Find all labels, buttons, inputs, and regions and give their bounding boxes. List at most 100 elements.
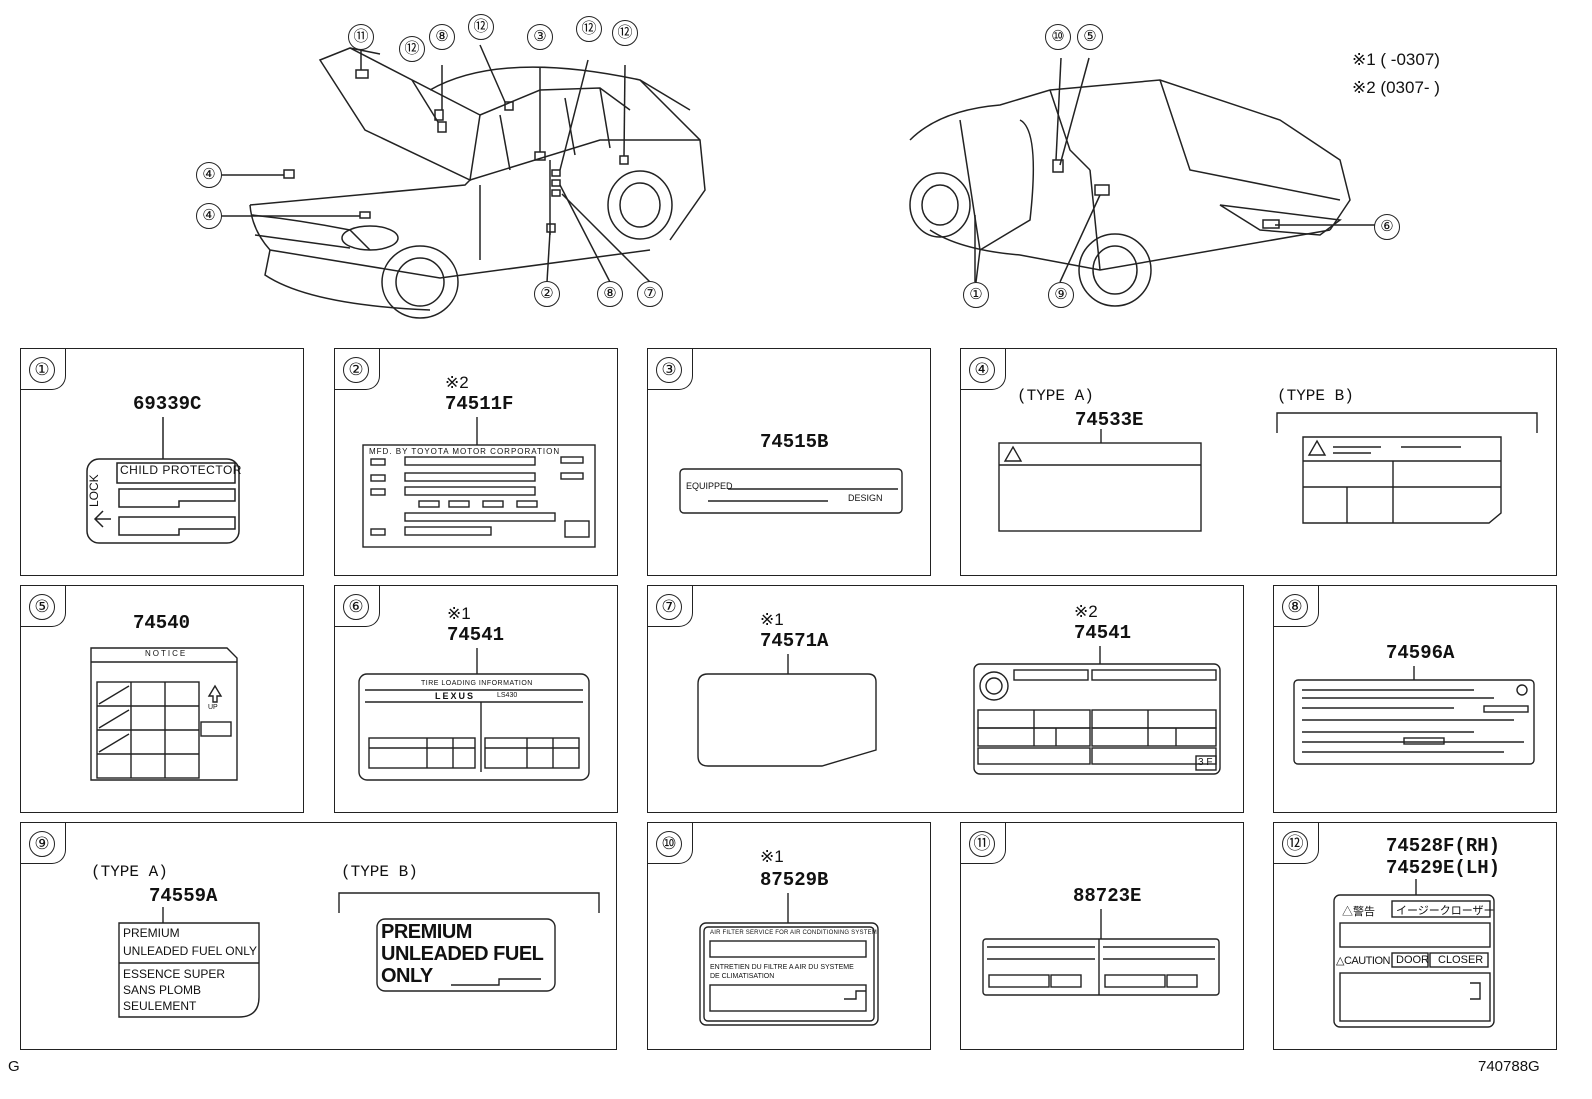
door-text: DOOR xyxy=(1396,954,1429,966)
panel-10: ⑩ ※1 87529B AIR FILTER SERVICE FOR AIR C… xyxy=(647,822,931,1050)
panel-number: ① xyxy=(29,357,55,383)
design-text: DESIGN xyxy=(848,493,883,503)
part-number: 74515B xyxy=(760,431,829,453)
model-text: LS430 xyxy=(497,692,518,699)
up-text: UP xyxy=(208,704,218,711)
warning-jp-text: △警告 xyxy=(1342,906,1375,918)
panel-number: ⑨ xyxy=(29,831,55,857)
label-74541-drawing xyxy=(358,648,590,781)
panel-number: ⑪ xyxy=(969,831,995,857)
essence-text: ESSENCE SUPER xyxy=(123,967,226,981)
part-number-b: 74541 xyxy=(1074,622,1132,644)
part-number: 74511F xyxy=(445,393,514,415)
type-a-label: (TYPE A) xyxy=(1017,387,1094,405)
panel-4: ④ (TYPE A) 74533E (TYPE B) xyxy=(960,348,1557,576)
label-74511F-drawing xyxy=(362,417,596,548)
panel-3: ③ 74515B EQUIPPED DESIGN xyxy=(647,348,931,576)
part-number-lh: 74529E(LH) xyxy=(1386,857,1501,879)
unleaded-big-text: UNLEADED FUEL xyxy=(381,943,544,965)
child-protector-text: CHILD PROTECTOR xyxy=(120,463,242,477)
callout-3: ③ xyxy=(527,24,553,50)
callout-12: ⑫ xyxy=(468,14,494,40)
label-87529B-drawing xyxy=(699,893,879,1026)
lock-text: LOCK xyxy=(87,474,101,507)
closer-jp-text: イージークローザー xyxy=(1396,905,1495,917)
callout-9: ⑨ xyxy=(1048,282,1074,308)
type-a-label: (TYPE A) xyxy=(91,863,168,881)
part-number: 74533E xyxy=(1075,409,1144,431)
part-number-a: 74571A xyxy=(760,630,829,652)
footer-left-code: G xyxy=(8,1058,20,1075)
front-car-drawing xyxy=(222,44,706,319)
callout-8: ⑧ xyxy=(597,281,623,307)
callout-12: ⑫ xyxy=(399,36,425,62)
panel-7: ⑦ ※1 74571A ※2 74541 3 F xyxy=(647,585,1244,813)
label-74559A-drawing xyxy=(118,892,600,1018)
label-69339C-drawing xyxy=(86,417,240,544)
callout-12: ⑫ xyxy=(612,20,638,46)
premium-text: PREMIUM xyxy=(123,926,180,940)
legend-line-2: ※2 (0307- ) xyxy=(1352,78,1440,97)
panel-5: ⑤ 74540 NOTICE UP xyxy=(20,585,304,813)
note-marker-a: ※1 xyxy=(760,610,784,629)
panel-6: ⑥ ※1 74541 TIRE LOADING INFORMATION LEXU… xyxy=(334,585,618,813)
footer-diagram-id: 740788G xyxy=(1478,1058,1540,1075)
callout-12: ⑫ xyxy=(576,16,602,42)
brand-text: LEXUS xyxy=(435,691,476,701)
front-car-illustration: ⑪ ⑫ ⑧ ⑫ ③ ⑫ ⑫ ④ ④ ② ⑧ ⑦ xyxy=(180,14,710,320)
note-marker: ※1 xyxy=(760,847,784,866)
panel-8: ⑧ 74596A xyxy=(1273,585,1557,813)
closer-text: CLOSER xyxy=(1438,954,1484,966)
part-number: 74596A xyxy=(1386,642,1455,664)
panel-number: ⑥ xyxy=(343,594,369,620)
callout-4: ④ xyxy=(196,162,222,188)
panel-number: ⑦ xyxy=(656,594,682,620)
air-filter-text: AIR FILTER SERVICE FOR AIR CONDITIONING … xyxy=(710,930,877,936)
callout-4: ④ xyxy=(196,203,222,229)
label-88723E-drawing xyxy=(982,909,1220,996)
callout-5: ⑤ xyxy=(1077,24,1103,50)
sans-plomb-text: SANS PLOMB xyxy=(123,983,202,997)
notice-text: NOTICE xyxy=(145,649,188,658)
rear-car-illustration: ⑩ ⑤ ⑥ ① ⑨ xyxy=(900,20,1420,320)
label-74540-drawing xyxy=(90,647,238,781)
part-number: 74559A xyxy=(149,885,218,907)
panel-number: ③ xyxy=(656,357,682,383)
climatisation-text: DE CLIMATISATION xyxy=(710,973,775,980)
part-number-rh: 74528F(RH) xyxy=(1386,835,1501,857)
manufacturer-text: MFD. BY TOYOTA MOTOR CORPORATION xyxy=(369,447,561,456)
panel-1: ① 69339C CHILD PROTECTOR LOCK xyxy=(20,348,304,576)
panel-11: ⑪ 88723E xyxy=(960,822,1244,1050)
label-74533E-drawing xyxy=(998,412,1538,532)
panel-number: ② xyxy=(343,357,369,383)
part-number: 69339C xyxy=(133,393,202,415)
type-b-label: (TYPE B) xyxy=(1277,387,1354,405)
panel-9: ⑨ (TYPE A) 74559A (TYPE B) PREMIUM UNLEA… xyxy=(20,822,617,1050)
only-big-text: ONLY xyxy=(381,965,433,987)
callout-10: ⑩ xyxy=(1045,24,1071,50)
entretien-text: ENTRETIEN DU FILTRE A AIR DU SYSTEME xyxy=(710,964,854,971)
panel-number: ⑫ xyxy=(1282,831,1308,857)
callout-1: ① xyxy=(963,282,989,308)
panel-number: ⑩ xyxy=(656,831,682,857)
seulement-text: SEULEMENT xyxy=(123,999,197,1013)
panel-number: ⑧ xyxy=(1282,594,1308,620)
callout-8: ⑧ xyxy=(429,24,455,50)
part-number: 74541 xyxy=(447,624,505,646)
part-number: 74540 xyxy=(133,612,191,634)
part-number: 88723E xyxy=(1073,885,1142,907)
equipped-text: EQUIPPED xyxy=(686,481,733,491)
callout-7: ⑦ xyxy=(637,281,663,307)
tire-loading-header: TIRE LOADING INFORMATION xyxy=(421,680,533,687)
rear-car-drawing xyxy=(909,57,1375,307)
panel-2: ② ※2 74511F MFD. BY TOYOTA MOTOR CORPORA… xyxy=(334,348,618,576)
label-74596A-drawing xyxy=(1293,666,1535,765)
note-marker: ※1 xyxy=(447,604,471,623)
panel-number: ⑤ xyxy=(29,594,55,620)
part-number: 87529B xyxy=(760,869,829,891)
note-marker-b: ※2 xyxy=(1074,602,1098,621)
label-74528F-74529E-drawing xyxy=(1333,879,1495,1028)
caution-text: △CAUTION xyxy=(1336,955,1390,967)
label-74515B-drawing xyxy=(679,468,903,514)
corner-code: 3 F xyxy=(1198,757,1213,768)
